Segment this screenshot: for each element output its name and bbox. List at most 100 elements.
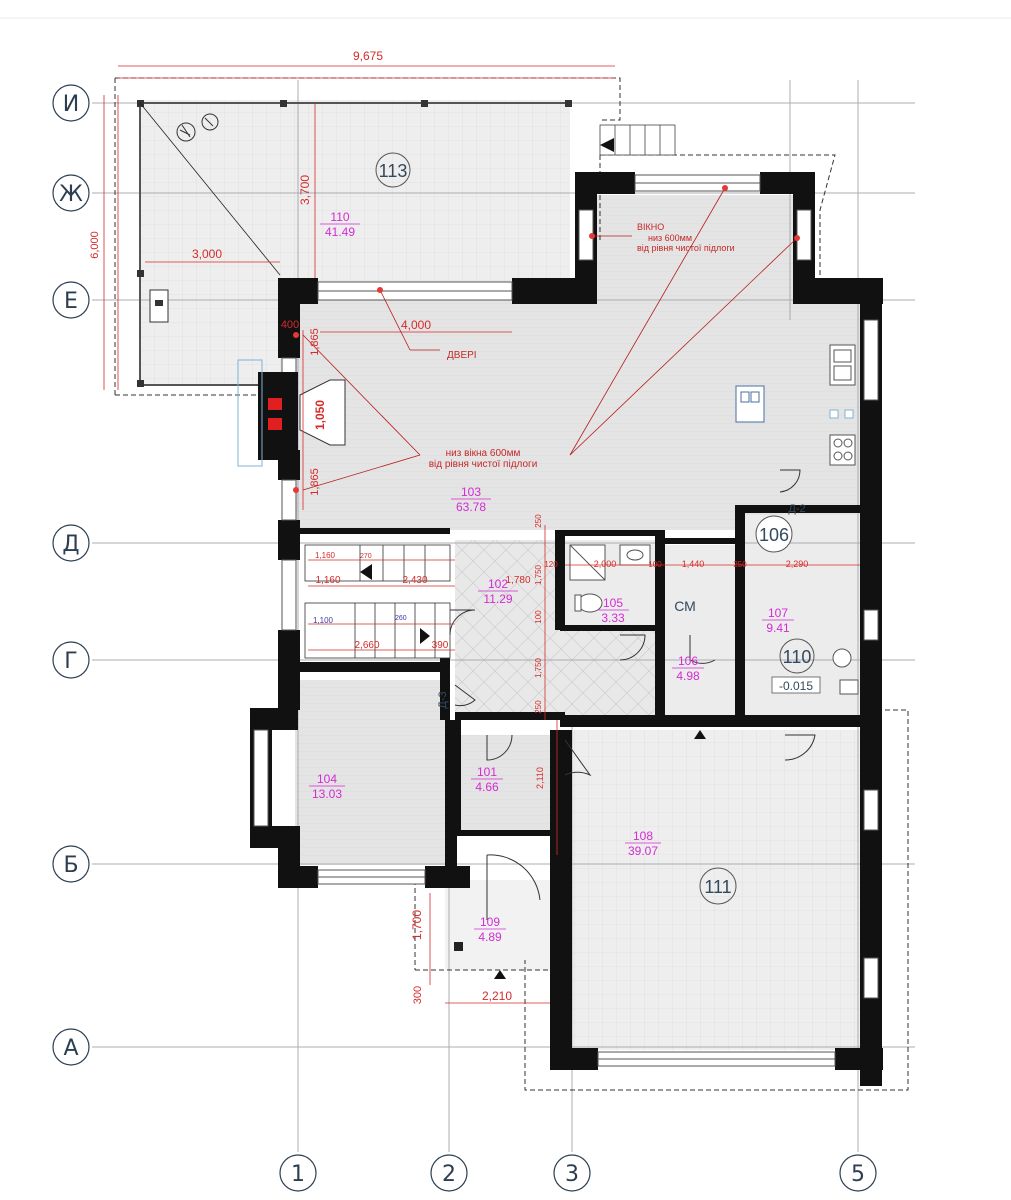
dim-stair-1100: 1,100 — [313, 616, 334, 625]
window-note-title: ВІКНО — [637, 222, 664, 232]
axis-col-1: 1 — [279, 1154, 317, 1192]
marker-113: 113 — [379, 161, 408, 181]
room-110-number: 110 — [330, 210, 349, 224]
room-108-number: 108 — [633, 829, 653, 843]
window-note-line1: низ 600мм — [648, 233, 692, 243]
dim-1750b: 1,750 — [534, 657, 543, 678]
axis-row-d: Д — [52, 524, 90, 562]
dim-porch-2210: 2,210 — [482, 989, 512, 1003]
level-marker: -0.015 — [779, 679, 813, 693]
grill-icon — [149, 289, 169, 323]
dim-stair-1160b: 1,160 — [315, 575, 340, 586]
dim-400: 400 — [281, 319, 299, 331]
doors-note: ДВЕРІ — [447, 350, 477, 361]
sill-note-line2: від рівня чистої підлоги — [429, 459, 538, 470]
room-labels: 110 41.49 103 63.78 102 11.29 105 3.33 1… — [309, 210, 794, 944]
dim-250b: 250 — [534, 514, 543, 528]
dim-1865-top: 1,865 — [309, 328, 321, 356]
annotation-leaders — [293, 185, 800, 493]
dim-2290: 2,290 — [786, 559, 809, 569]
kitchen-fixtures — [735, 344, 856, 466]
dimension-texts: 9,675 6,000 3,700 3,000 4,000 400 1,865 … — [89, 49, 808, 1004]
door-d3-label: Д-3 — [437, 691, 449, 708]
dim-1865-bottom: 1,865 — [309, 468, 321, 496]
marker-110: 110 — [783, 647, 812, 667]
room-102-number: 102 — [488, 577, 508, 591]
dim-1750a: 1,750 — [534, 564, 543, 585]
staircase — [304, 544, 451, 659]
axis-row-label: Д — [62, 532, 79, 557]
dim-250a: 250 — [733, 560, 747, 569]
terrace-structure — [137, 100, 572, 387]
marker-111: 111 — [704, 877, 731, 897]
axis-col-3: 3 — [553, 1154, 591, 1192]
dim-2110: 2,110 — [535, 767, 545, 789]
room-101-area: 4.66 — [475, 780, 499, 794]
room-104-area: 13.03 — [312, 787, 342, 801]
dim-250c: 250 — [534, 700, 543, 714]
axis-col-label: 1 — [291, 1162, 305, 1187]
dim-1050: 1,050 — [313, 400, 327, 430]
fireplace — [237, 359, 346, 467]
dimension-lines — [103, 65, 860, 1004]
room-103-number: 103 — [461, 485, 481, 499]
axis-row-zh: Ж — [52, 174, 90, 212]
room-106-area: 4.98 — [676, 669, 700, 683]
axis-row-ye: Е — [52, 281, 90, 319]
marker-106: 106 — [759, 525, 789, 545]
axis-row-b: Б — [52, 845, 90, 883]
room-109-area: 4.89 — [478, 930, 502, 944]
sill-note-line1: низ вікна 600мм — [446, 448, 521, 459]
axis-labels-cols: 1 2 3 5 — [279, 1154, 877, 1192]
door-d2-label: Д-2 — [788, 503, 805, 515]
dim-stair-1160a: 1,160 — [315, 551, 336, 560]
plant-icon — [176, 113, 219, 142]
dim-stair-390: 390 — [432, 640, 449, 651]
dim-step: 270 — [360, 553, 372, 560]
window-note-line2: від рівня чистої підлоги — [637, 243, 735, 253]
floors — [140, 100, 860, 1050]
circle-markers: 113 106 110 -0.015 111 СМ Д-2 Д-3 — [375, 152, 821, 905]
axis-row-g: Г — [52, 641, 90, 679]
room-109-number: 109 — [480, 915, 500, 929]
room-106-number: 106 — [678, 654, 698, 668]
dim-1440: 1,440 — [682, 559, 705, 569]
axis-row-i: И — [52, 84, 90, 122]
axis-col-label: 5 — [851, 1162, 865, 1187]
axis-row-label: И — [63, 92, 79, 117]
dim-stair-2430: 2,430 — [402, 575, 427, 586]
axis-row-label: Б — [63, 853, 78, 878]
doors — [449, 469, 816, 979]
axis-col-5: 5 — [839, 1154, 877, 1192]
room-108-area: 39.07 — [628, 844, 658, 858]
axis-col-label: 2 — [442, 1162, 456, 1187]
dim-terrace-3700: 3,700 — [298, 175, 312, 205]
dim-stair-1780: 1,780 — [505, 575, 530, 586]
dim-living-4000: 4,000 — [401, 318, 431, 332]
axis-row-label: Е — [64, 289, 78, 314]
axis-row-label: Г — [64, 649, 77, 674]
dim-step: 260 — [395, 615, 407, 622]
dim-120: 120 — [544, 560, 558, 569]
porch-pillar — [454, 942, 463, 951]
dim-stair-2660: 2,660 — [354, 640, 379, 651]
dim-100b: 100 — [534, 610, 543, 624]
room-105-number: 105 — [603, 596, 623, 610]
room-107-area: 9.41 — [766, 621, 790, 635]
bath-fixtures — [569, 544, 859, 695]
axis-row-a: А — [52, 1028, 90, 1066]
dim-porch-300: 300 — [412, 986, 424, 1004]
annotations: ВІКНО низ 600мм від рівня чистої підлоги… — [429, 222, 735, 470]
room-102-area: 11.29 — [483, 592, 512, 606]
dim-total-width: 9,675 — [353, 49, 383, 63]
dim-100a: 100 — [648, 560, 662, 569]
room-101-number: 101 — [477, 765, 497, 779]
room-103-area: 63.78 — [456, 500, 486, 514]
windows — [253, 174, 879, 1067]
axis-row-label: А — [63, 1036, 78, 1061]
axis-col-2: 2 — [430, 1154, 468, 1192]
room-105-area: 3.33 — [601, 611, 625, 625]
dim-porch-1700: 1,700 — [410, 910, 424, 940]
washer-label: СМ — [674, 598, 696, 614]
